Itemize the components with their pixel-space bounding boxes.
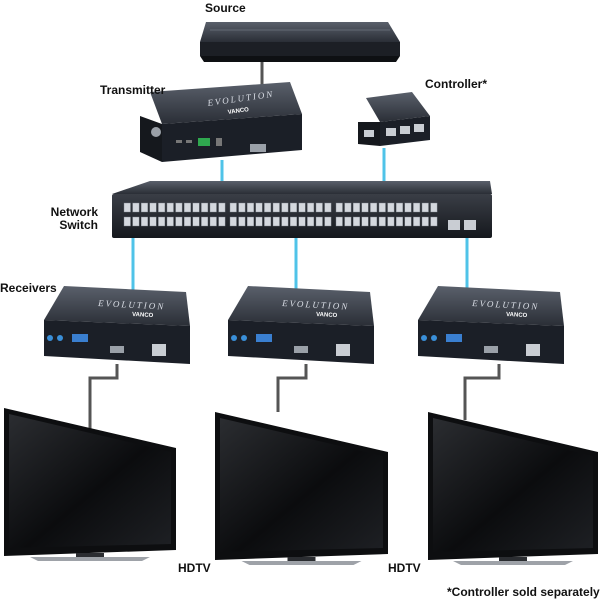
receivers-label: Receivers <box>0 281 57 295</box>
hdmi-cable-tv-3 <box>463 364 501 420</box>
tv-screen <box>433 418 593 552</box>
hdmi-port-icon <box>250 144 266 152</box>
receiver-brand-text: EVOLUTION <box>281 298 350 312</box>
hdmi-port-icon <box>110 346 124 353</box>
network-switch-label-line1: Network <box>50 205 98 219</box>
tv-screen <box>9 414 171 548</box>
hdmi-cable-tv-1 <box>88 364 119 432</box>
hdmi-port-icon <box>294 346 308 353</box>
switch-port-grid <box>123 202 438 227</box>
hdtv-label-1: HDTV <box>178 561 211 575</box>
source-label: Source <box>205 1 246 15</box>
hdtv-label-2: HDTV <box>388 561 421 575</box>
receiver-maker-text: VANCO <box>316 312 338 319</box>
network-switch-device <box>112 181 492 238</box>
footnote-text: *Controller sold separately <box>447 585 600 599</box>
receiver-maker-text: VANCO <box>506 312 528 319</box>
receiver-brand-text: EVOLUTION <box>471 298 540 312</box>
hdtv-2 <box>215 412 388 565</box>
tv-screen <box>220 418 383 552</box>
hdtv-1 <box>4 408 176 561</box>
transmitter-label: Transmitter <box>100 83 166 97</box>
hdtv-group <box>4 408 598 565</box>
receivers-group: EVOLUTIONVANCOEVOLUTIONVANCOEVOLUTIONVAN… <box>44 286 564 364</box>
power-jack-icon <box>151 127 161 137</box>
source-device <box>200 22 400 62</box>
transmitter-maker-text: VANCO <box>227 107 249 116</box>
network-switch-label: Network Switch <box>44 206 98 232</box>
terminal-block-icon <box>198 138 210 146</box>
network-switch-label-line2: Switch <box>59 218 98 232</box>
hdtv-3 <box>428 412 598 565</box>
hdmi-cable-tv-2 <box>276 364 308 412</box>
usb-port-icon <box>386 128 396 136</box>
ethernet-port-icon <box>336 344 350 356</box>
controller-device <box>358 92 430 146</box>
ethernet-port-icon <box>526 344 540 356</box>
receiver-brand-text: EVOLUTION <box>97 298 166 312</box>
uplink-port-icon <box>448 220 460 230</box>
cables <box>88 62 501 432</box>
ethernet-port-icon <box>152 344 166 356</box>
controller-label: Controller* <box>425 77 488 91</box>
ethernet-port-icon <box>364 130 374 137</box>
receiver-maker-text: VANCO <box>132 312 154 319</box>
hdmi-port-icon <box>484 346 498 353</box>
transmitter-device: EVOLUTION VANCO <box>140 82 302 162</box>
